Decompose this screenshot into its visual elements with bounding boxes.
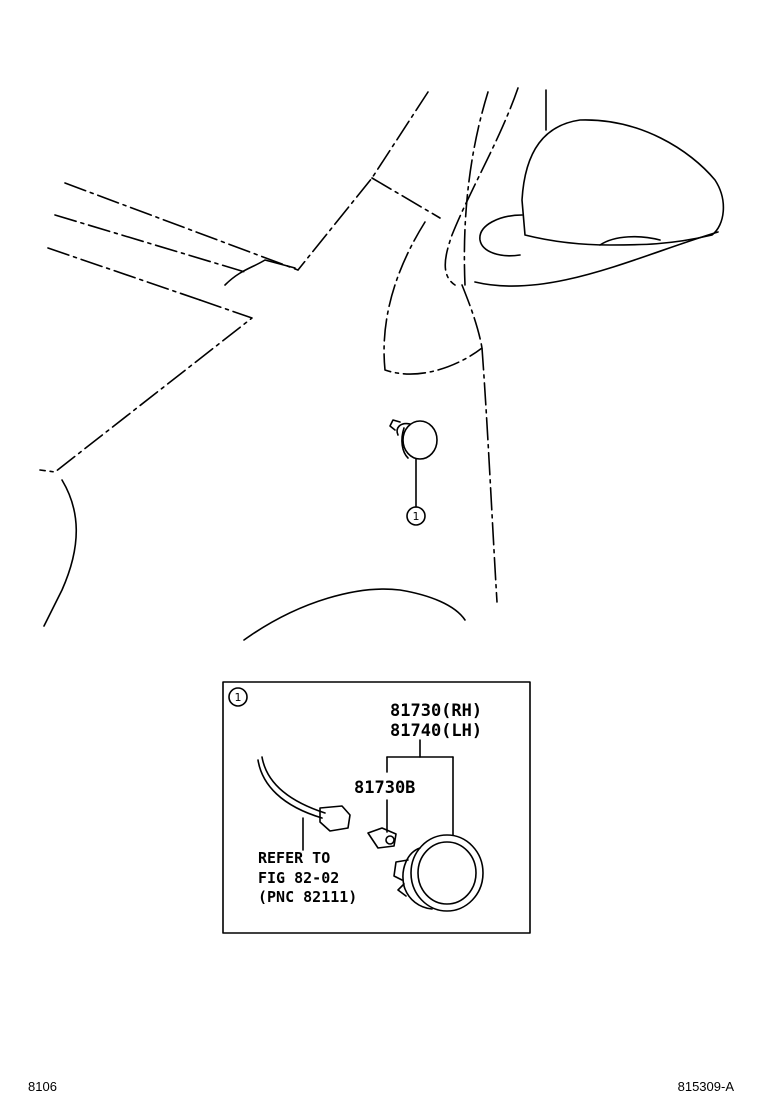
callout-circle: [406, 506, 426, 526]
hood-panel-edge: [39, 299, 253, 473]
hood-line-1: [64, 182, 299, 271]
harness-wire-2: [257, 759, 323, 819]
fender-seam: [461, 284, 483, 349]
wiring-harness: [257, 756, 351, 851]
footer-left-code: 8106: [28, 1079, 57, 1094]
wheel-arch: [243, 588, 466, 641]
lamp-socket: [393, 859, 409, 881]
door-frame-line: [444, 87, 519, 286]
reference-line-2: FIG 82-02: [258, 869, 339, 887]
side-mirror-housing: [521, 119, 725, 246]
mirror-turn-lens: [599, 235, 661, 246]
side-turn-lamp-assembly: [393, 834, 484, 912]
lamp-clip: [397, 883, 407, 897]
bulb-body: [367, 827, 397, 849]
callout-number: 1: [413, 510, 420, 523]
harness-connector: [319, 805, 351, 832]
mirror-base: [479, 214, 523, 257]
part-label-81730b: 81730B: [354, 778, 415, 798]
marker-lens: [402, 420, 438, 460]
marker-bulb-tab: [389, 419, 401, 431]
harness-wire-1: [261, 756, 326, 814]
lamp-lens-outer: [410, 834, 484, 912]
detail-frame: [222, 681, 531, 934]
front-bumper-curve: [43, 479, 77, 627]
detail-callout-number: 1: [235, 691, 242, 704]
a-pillar-front: [297, 91, 429, 271]
door-gap-line: [481, 347, 498, 603]
marker-body: [401, 427, 409, 459]
part-label-81730-rh: 81730(RH): [390, 701, 482, 721]
lamp-lens-inner: [417, 841, 477, 905]
marker-socket: [396, 422, 411, 436]
reference-line-3: (PNC 82111): [258, 888, 357, 906]
footer-right-code: 815309-A: [678, 1079, 735, 1094]
mirror-lower-edge: [474, 231, 719, 287]
a-pillar-rear: [463, 91, 489, 286]
bulb-glass: [385, 835, 395, 845]
side-marker-lamp-location: [389, 419, 438, 508]
hood-line-2: [54, 214, 246, 273]
hood-line-3: [47, 247, 201, 301]
detail-callout-circle: [228, 687, 248, 707]
lamp-housing-rim: [402, 847, 433, 910]
bulb-81730b: [367, 827, 397, 849]
cowl-line: [371, 177, 441, 219]
reference-line-1: REFER TO: [258, 849, 330, 867]
part-label-81740-lh: 81740(LH): [390, 721, 482, 741]
vehicle-body-outline: [39, 87, 725, 641]
detail-box: 1 81730(RH) 81740(LH) 81730B: [222, 681, 531, 934]
wiper-edge: [224, 259, 296, 286]
fender-upper-curve: [383, 221, 483, 375]
callout-marker: 1: [406, 506, 426, 526]
